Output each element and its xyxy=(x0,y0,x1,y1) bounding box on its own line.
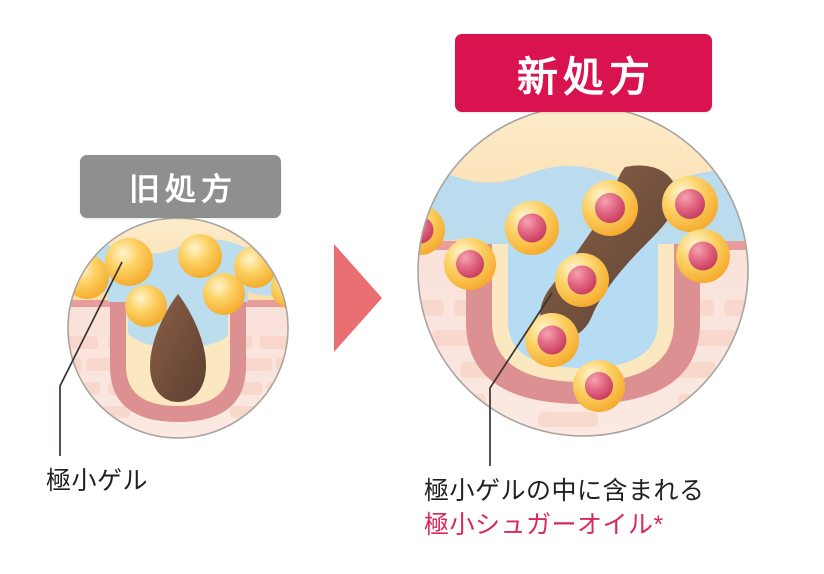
new-skin-cross-section xyxy=(418,106,748,436)
caption-new-line1: 極小ゲルの中に含まれる xyxy=(424,477,705,505)
caption-old-formula: 極小ゲル xyxy=(46,464,148,498)
badge-old-formula: 旧処方 xyxy=(80,155,281,218)
old-skin-cross-section xyxy=(68,218,288,438)
sebum-plug-old xyxy=(150,294,206,402)
old-formula-skin-diagram xyxy=(52,216,304,440)
caption-new-formula: 極小ゲルの中に含まれる 極小シュガーオイル* xyxy=(424,474,705,542)
new-formula-skin-diagram xyxy=(388,104,778,438)
transition-arrow-icon xyxy=(334,244,382,352)
caption-new-line2: 極小シュガーオイル* xyxy=(424,511,664,539)
caption-old-text: 極小ゲル xyxy=(46,467,149,495)
badge-new-formula: 新処方 xyxy=(455,34,712,112)
